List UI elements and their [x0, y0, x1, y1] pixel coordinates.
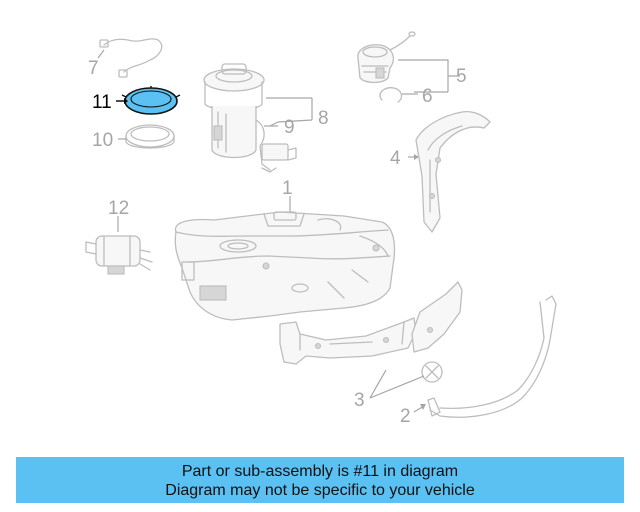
part-11-gasket[interactable]: 11 [92, 86, 181, 115]
part-10-lock-ring: 10 [92, 124, 175, 151]
callout-7: 7 [88, 58, 99, 79]
callout-1: 1 [282, 178, 293, 199]
banner-line-1: Part or sub-assembly is #11 in diagram [181, 463, 459, 480]
part-1-fuel-tank: 1 [174, 178, 396, 321]
callout-2: 2 [400, 406, 411, 427]
part-3-shields: 3 [279, 281, 463, 411]
part-12-fuel-filter: 12 [85, 198, 153, 275]
parts-diagram: 7 11 10 8 9 [85, 31, 557, 427]
callout-4: 4 [390, 148, 401, 169]
callout-12: 12 [108, 198, 129, 219]
callout-11: 11 [92, 92, 112, 113]
banner-line-2: Diagram may not be specific to your vehi… [165, 482, 475, 499]
part-6-retainer-clip: 6 [379, 86, 433, 107]
callout-6: 6 [422, 86, 433, 107]
callout-3: 3 [354, 390, 365, 411]
callout-9: 9 [284, 117, 295, 138]
callout-8: 8 [318, 108, 329, 129]
callout-10: 10 [92, 130, 113, 151]
part-4-heat-shield: 4 [390, 110, 491, 233]
part-2-tank-strap: 2 [400, 295, 557, 427]
part-7-wire-harness: 7 [88, 38, 163, 79]
part-8-fuel-pump-module: 8 9 [203, 63, 329, 173]
info-banner: Part or sub-assembly is #11 in diagram D… [16, 457, 624, 503]
part-5-filler-cap: 5 [357, 31, 467, 93]
callout-5: 5 [456, 66, 467, 87]
